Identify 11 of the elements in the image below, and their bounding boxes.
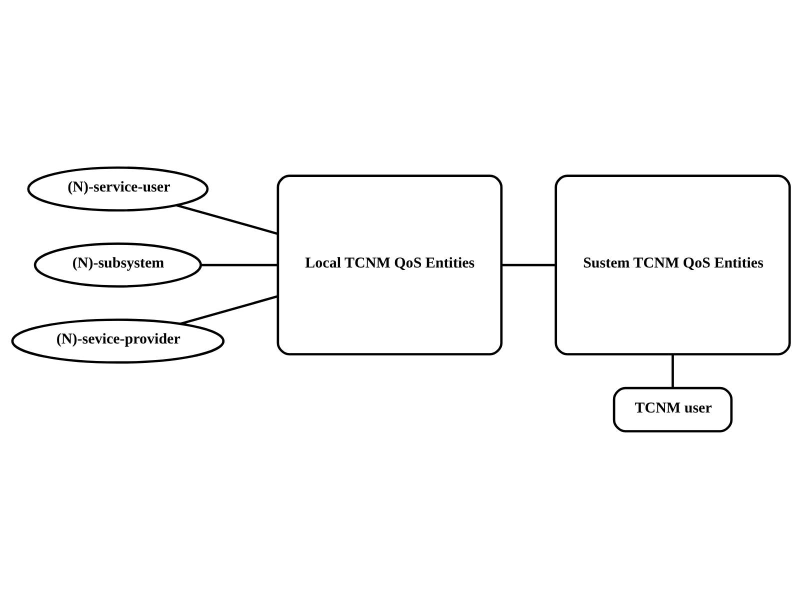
connector <box>176 204 278 235</box>
node-ellipse: (N)-service-user <box>27 166 209 212</box>
node-box: TCNM user <box>612 386 733 432</box>
node-box: Sustem TCNM QoS Entities <box>554 174 791 356</box>
node-box: Local TCNM QoS Entities <box>276 174 503 356</box>
node-ellipse: (N)-subsystem <box>34 242 202 288</box>
connector <box>672 354 674 388</box>
connector <box>180 295 278 325</box>
connector <box>502 264 556 266</box>
node-ellipse: (N)-sevice-provider <box>11 318 225 364</box>
connector <box>200 264 278 266</box>
